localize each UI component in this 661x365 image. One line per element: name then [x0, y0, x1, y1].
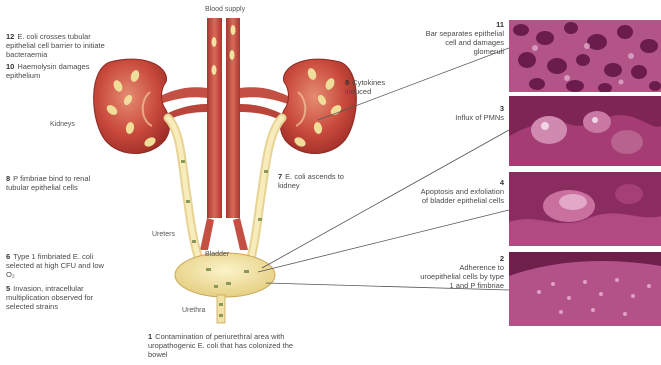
label-9-text: Cytokines induced — [345, 78, 385, 96]
pmn-influx-micrograph — [509, 96, 661, 166]
label-1-text: Contamination of periurethral area with … — [148, 332, 293, 359]
label-3-number: 3 — [418, 104, 504, 113]
label-10-number: 10 — [6, 62, 14, 71]
aorta — [207, 18, 222, 218]
label-8-number: 8 — [6, 174, 10, 183]
label-6-text: Type 1 fimbriated E. coli selected at hi… — [6, 252, 104, 279]
bladder-label: Bladder — [205, 250, 229, 259]
label-2-number: 2 — [418, 254, 504, 263]
label-4-text: Apoptosis and exfoliation of bladder epi… — [421, 187, 504, 205]
right-renal-vessel — [240, 87, 288, 104]
urethra — [217, 295, 225, 323]
exfoliation-micrograph — [509, 172, 661, 246]
right-kidney — [280, 59, 356, 153]
label-5-text: Invasion, intracellular multiplication o… — [6, 284, 93, 311]
label-9-number: 9 — [345, 78, 349, 87]
vena-cava — [226, 18, 240, 218]
kidneys-label: Kidneys — [50, 120, 75, 129]
adherence-micrograph — [509, 252, 661, 326]
label-4-number: 4 — [418, 178, 504, 187]
label-8-text: P fimbriae bind to renal tubular epithel… — [6, 174, 90, 192]
label-6-number: 6 — [6, 252, 10, 261]
left-renal-vessel — [160, 87, 207, 104]
label-2-text: Adherence to uroepithelial cells by type… — [420, 263, 504, 290]
ureters-label: Ureters — [152, 230, 175, 239]
ureters — [168, 118, 282, 262]
label-12-number: 12 — [6, 32, 14, 41]
left-kidney — [94, 59, 170, 153]
bladder — [175, 253, 275, 297]
label-11-text: Bar separates epithelial cell and damage… — [426, 29, 504, 56]
urethra-label: Urethra — [182, 306, 205, 315]
label-3-text: Influx of PMNs — [455, 113, 504, 122]
label-10-text: Haemolysin damages epithelium — [6, 62, 89, 80]
label-5-number: 5 — [6, 284, 10, 293]
label-7-text: E. coli ascends to kidney — [278, 172, 344, 190]
label-12-text: E. coli crosses tubular epithelial cell … — [6, 32, 105, 59]
label-11-number: 11 — [418, 20, 504, 29]
kidney-tissue-micrograph — [509, 20, 661, 92]
label-7-number: 7 — [278, 172, 282, 181]
blood-supply-label: Blood supply — [205, 5, 245, 14]
label-1-number: 1 — [148, 332, 152, 341]
